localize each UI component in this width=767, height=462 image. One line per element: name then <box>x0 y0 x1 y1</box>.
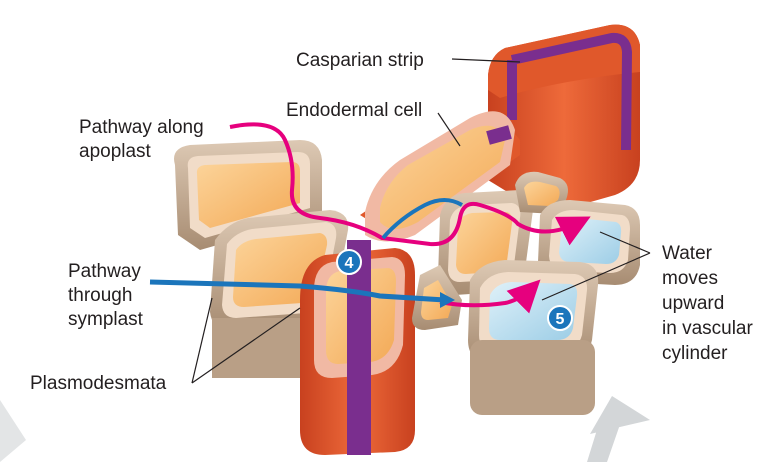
vascular-cell-lower <box>468 260 599 415</box>
label-apoplast-line2: apoplast <box>79 141 152 162</box>
label-water-line4: in vascular <box>662 318 753 339</box>
apoplast-pathway-lower-arrow <box>439 279 541 314</box>
label-casparian-strip: Casparian strip <box>296 50 424 71</box>
label-symplast-line2: through <box>68 285 132 306</box>
endodermal-cell-front <box>300 240 415 455</box>
leader-lines <box>191 58 651 384</box>
symplast-pathway-arrow <box>149 279 446 303</box>
label-water-line3: upward <box>662 293 724 314</box>
step-4-number: 4 <box>345 255 354 272</box>
symplast-arrowhead <box>440 292 455 308</box>
water-upward-background-arrow <box>587 396 650 462</box>
label-apoplast-line1: Pathway along <box>79 117 204 138</box>
step-5-marker: 5 <box>547 305 573 331</box>
endodermal-cell-center <box>360 111 520 242</box>
label-plasmodesmata: Plasmodesmata <box>30 373 167 394</box>
label-water-line1: Water <box>662 243 713 264</box>
left-background-arrow <box>0 400 26 462</box>
top-right-endodermal-cell <box>488 24 640 216</box>
symplast-pathway-upper-arrow <box>381 198 464 240</box>
label-water-line2: moves <box>662 268 718 289</box>
label-symplast-line1: Pathway <box>68 261 141 282</box>
apoplast-pathway-arrow <box>229 122 591 247</box>
label-endodermal-cell: Endodermal cell <box>286 100 422 121</box>
step-5-number: 5 <box>556 311 565 328</box>
label-water-line5: cylinder <box>662 343 728 364</box>
step-4-marker: 4 <box>336 249 362 275</box>
label-symplast-line3: symplast <box>68 309 144 330</box>
